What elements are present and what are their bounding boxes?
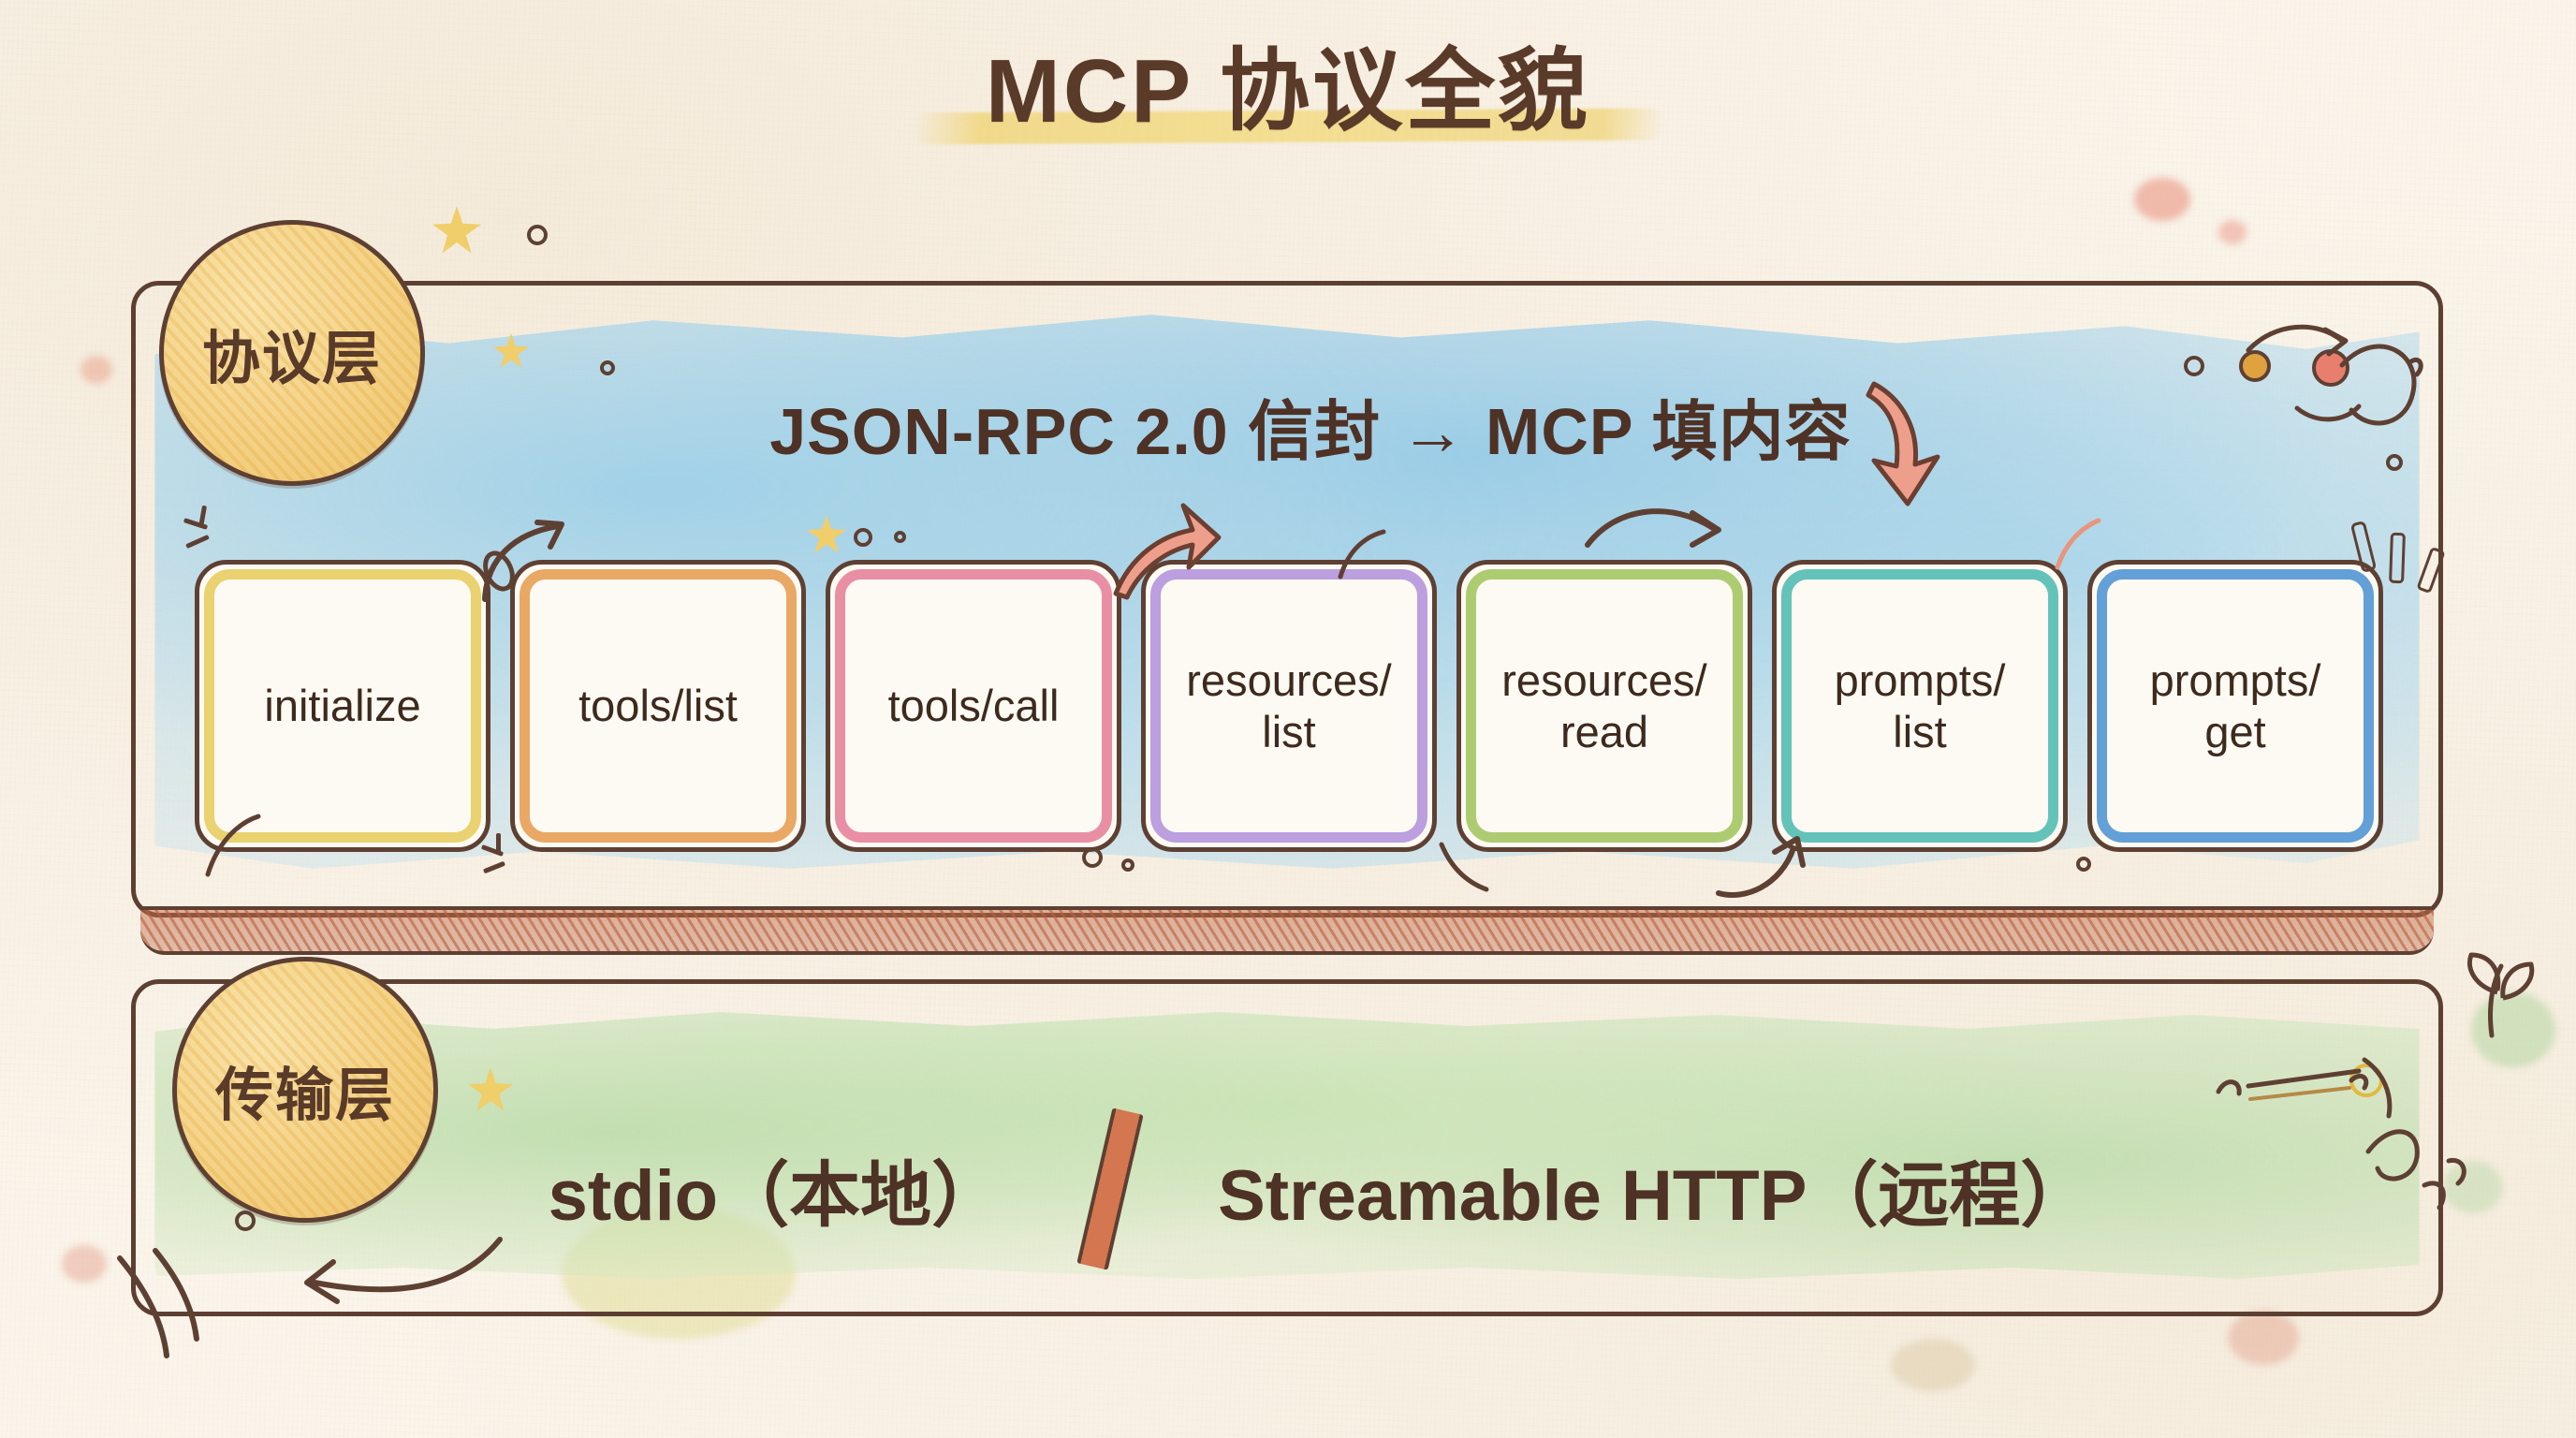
transport-options: stdio（本地） Streamable HTTP（远程） [402,1108,2237,1270]
splatter-blob [62,1245,107,1283]
transport-remote-label: Streamable HTTP（远程） [1218,1156,2092,1236]
protocol-panel-shadow-band [140,906,2434,955]
protocol-headline: JSON-RPC 2.0 信封 → MCP 填内容 [769,395,1852,468]
method-card[interactable]: initialize [195,560,490,852]
method-card-row: initialize tools/list tools/call resources/… [195,560,2383,852]
method-card[interactable]: prompts/ list [1772,560,2068,852]
sparkle-icon [496,833,501,854]
method-card-label: tools/list [578,681,738,731]
circle-doodle-icon [2386,454,2403,471]
circle-doodle-icon [894,531,906,543]
circle-doodle-icon [527,225,548,245]
method-card[interactable]: prompts/ get [2087,560,2383,852]
circle-doodle-icon [854,528,872,547]
method-card[interactable]: tools/list [510,560,806,852]
splatter-blob [2134,178,2190,221]
method-card-label: tools/call [887,681,1060,731]
transport-local-label: stdio（本地） [548,1156,1003,1236]
method-card-label: resources/ read [1501,654,1707,756]
splatter-blob [2471,992,2555,1067]
method-card[interactable]: resources/ read [1456,560,1752,852]
transport-layer-badge-label: 传输层 [214,1064,395,1128]
circle-doodle-icon [2076,857,2091,872]
circle-doodle-icon [1121,858,1134,872]
circle-doodle-icon [600,360,615,375]
method-card-label: initialize [264,681,421,731]
star-icon [432,206,481,254]
circle-doodle-icon [1082,847,1103,868]
method-card[interactable]: resources/ list [1141,560,1437,852]
circle-doodle-icon [235,1211,256,1231]
page-title: MCP 协议全貌 [985,41,1591,141]
separator-slash-icon [1076,1108,1144,1270]
circle-doodle-icon [2184,356,2204,376]
transport-layer-badge: 传输层 [172,957,438,1223]
method-card-label: prompts/ list [1834,654,2006,756]
method-card-label: prompts/ get [2149,654,2321,756]
splatter-blob [2228,1311,2299,1365]
protocol-layer-badge: 协议层 [159,220,425,486]
method-card-label: resources/ list [1186,654,1392,756]
splatter-blob [2218,220,2247,244]
transport-layer-panel [131,979,2443,1316]
method-card[interactable]: tools/call [826,560,1121,852]
sparkle-icon [2388,532,2407,584]
page-title-block: MCP 协议全貌 [0,41,2576,145]
circle-doodle-icon [2349,1064,2383,1097]
protocol-layer-badge-label: 协议层 [201,327,382,391]
splatter-blob [2443,1161,2503,1213]
splatter-blob [80,356,112,384]
splatter-blob [1891,1339,1975,1391]
